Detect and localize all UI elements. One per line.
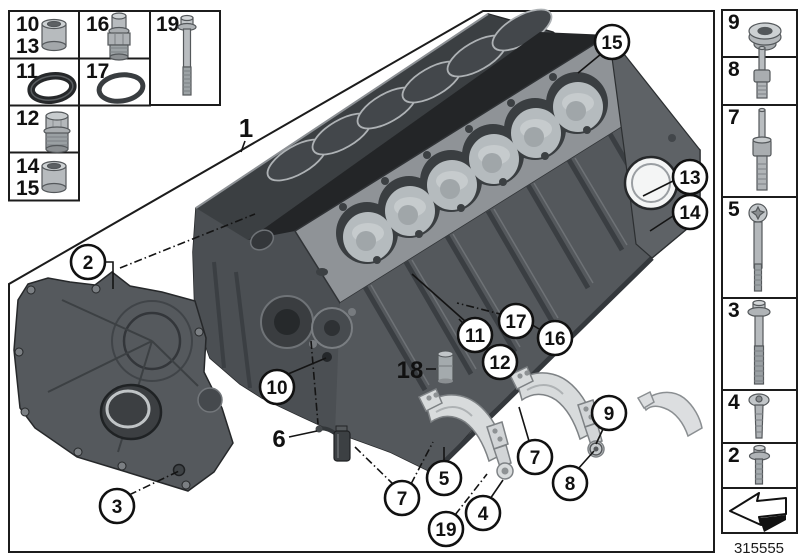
inset-label: 19 <box>156 13 179 36</box>
side-label: 9 <box>728 11 740 34</box>
collar-bolt-part-icon <box>177 14 197 96</box>
timing-case-cover <box>13 271 234 492</box>
cylinder-bores <box>336 72 608 264</box>
callout-15[interactable]: 15 <box>593 23 631 61</box>
svg-text:14: 14 <box>679 203 701 224</box>
callout-14[interactable]: 14 <box>671 193 709 231</box>
direction-arrow-icon <box>729 492 787 532</box>
stud-short-part-icon <box>753 45 771 99</box>
front-rib <box>212 261 226 369</box>
front-rib <box>234 271 252 389</box>
side-label: 3 <box>728 299 740 322</box>
inset-label: 15 <box>16 177 40 200</box>
side-rib-highlights <box>370 157 628 386</box>
inset-label: 14 <box>16 155 40 178</box>
svg-text:3: 3 <box>112 497 123 518</box>
label-1[interactable]: 1 <box>239 113 253 143</box>
oil-spray-nozzle-part <box>315 425 351 462</box>
stud-long-part-icon <box>752 107 772 191</box>
alignment-sleeve-part-icon <box>41 18 67 52</box>
svg-text:12: 12 <box>489 353 510 374</box>
diagram-id: 315555 <box>734 540 784 557</box>
label-6[interactable]: 6 <box>272 426 285 453</box>
svg-text:9: 9 <box>604 404 615 425</box>
end-bolt-hole <box>668 134 676 142</box>
plain-labels: 1 18 6 <box>239 113 424 453</box>
cover-bolt-holes <box>14 284 204 490</box>
screw-fitting-part-icon <box>107 12 131 61</box>
o-ring-small-part-icon <box>27 72 77 104</box>
side-label: 7 <box>728 106 740 129</box>
crankshaft-seal-opening <box>99 383 163 441</box>
inset-label: 11 <box>16 60 39 83</box>
callouts: 15 13 14 2 3 10 11 17 16 12 7 5 19 4 7 8… <box>69 23 709 548</box>
inset-grid: 10 13 16 19 11 17 12 14 15 <box>8 10 221 202</box>
inset-label: 16 <box>86 13 109 36</box>
callout-12[interactable]: 12 <box>481 343 519 381</box>
side-label: 4 <box>728 391 740 414</box>
cover-rib-circle <box>111 300 193 382</box>
inset-label: 10 <box>16 13 39 36</box>
o-ring-large-part-icon <box>96 72 146 104</box>
inset-label: 17 <box>86 60 109 83</box>
svg-text:15: 15 <box>601 33 623 54</box>
bank-valley <box>248 32 609 240</box>
cover-bolt-target <box>172 463 186 477</box>
svg-text:10: 10 <box>266 378 287 399</box>
callout-17[interactable]: 17 <box>497 302 535 340</box>
svg-text:16: 16 <box>544 329 565 350</box>
svg-text:4: 4 <box>478 504 489 525</box>
callout-3[interactable]: 3 <box>98 487 136 525</box>
cover-gasket-trace <box>122 311 182 371</box>
bearing-bracket-partial <box>636 390 703 438</box>
callout-2[interactable]: 2 <box>69 243 107 281</box>
callout-19[interactable]: 19 <box>427 510 465 548</box>
callout-10[interactable]: 10 <box>258 368 296 406</box>
svg-text:19: 19 <box>435 520 456 541</box>
label-18[interactable]: 18 <box>397 357 424 384</box>
callout-8[interactable]: 8 <box>551 464 589 502</box>
front-oval-port <box>249 229 275 251</box>
callout-9[interactable]: 9 <box>590 394 628 432</box>
side-column: 9 8 7 5 3 4 2 <box>721 9 798 534</box>
svg-text:7: 7 <box>397 489 408 510</box>
callout-5[interactable]: 5 <box>425 459 463 497</box>
deck-highlight <box>195 13 489 209</box>
svg-text:8: 8 <box>565 474 576 495</box>
flange-bolt-short-part-icon <box>748 444 771 485</box>
svg-text:7: 7 <box>530 448 541 469</box>
svg-text:13: 13 <box>679 168 700 189</box>
callout-16[interactable]: 16 <box>536 319 574 357</box>
side-label: 5 <box>728 198 740 221</box>
screw-plug-part-icon <box>43 111 71 154</box>
cylinder-head-bolt-part-icon <box>748 203 768 292</box>
side-label: 2 <box>728 444 740 467</box>
main-frame-border <box>8 10 715 553</box>
fillister-screw-part-icon <box>748 393 770 439</box>
callout-7-left[interactable]: 7 <box>383 479 421 517</box>
pump-drive-boss <box>197 387 223 413</box>
callout-7-right[interactable]: 7 <box>516 438 554 476</box>
front-opening-inner <box>274 309 300 335</box>
flange-bolt-long-part-icon <box>747 299 771 385</box>
side-label: 8 <box>728 58 740 81</box>
svg-text:17: 17 <box>505 312 526 333</box>
bearing-bracket <box>417 387 514 480</box>
dowel-sleeve-part-icon <box>41 160 67 194</box>
svg-text:2: 2 <box>83 253 94 274</box>
callout-13[interactable]: 13 <box>671 158 709 196</box>
inset-label: 12 <box>16 107 39 130</box>
svg-text:11: 11 <box>465 326 486 347</box>
inset-label: 13 <box>16 35 39 58</box>
svg-text:5: 5 <box>439 469 450 490</box>
dowel-pin-part <box>437 350 454 384</box>
far-bank-bores <box>266 8 553 182</box>
callout-11[interactable]: 11 <box>456 316 494 354</box>
seal-rim-highlight <box>105 389 151 429</box>
callout-4[interactable]: 4 <box>464 494 502 532</box>
